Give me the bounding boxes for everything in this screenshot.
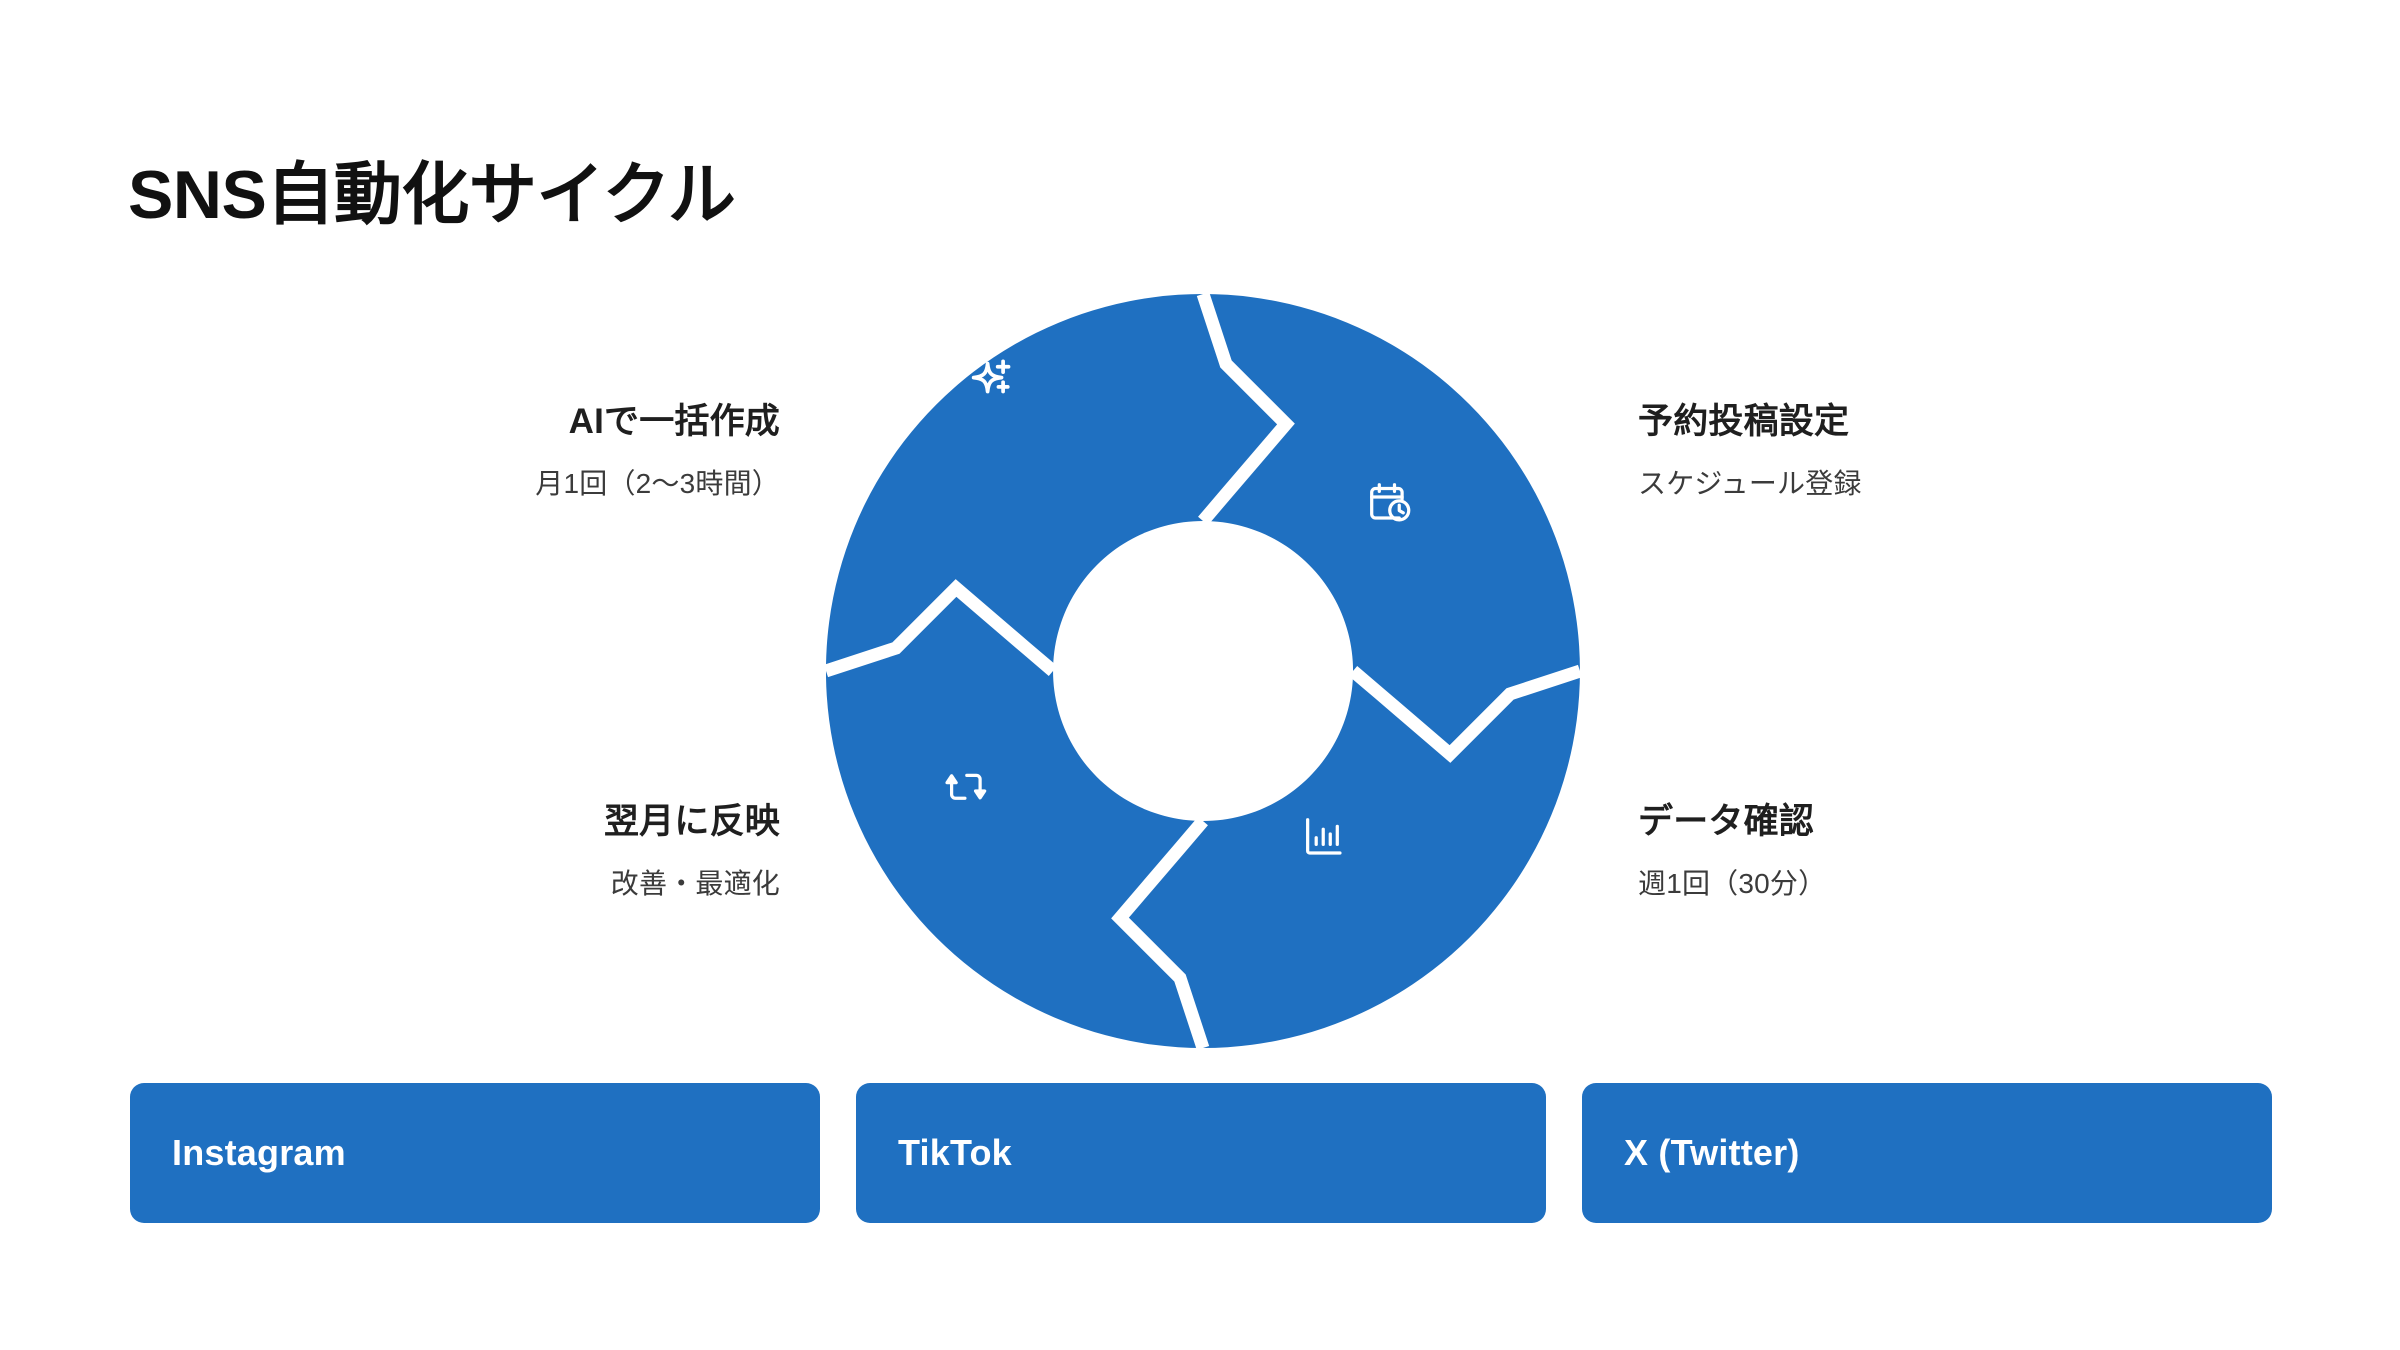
platform-card-x-twitter[interactable]: X (Twitter) — [1582, 1083, 2272, 1223]
cycle-step-reflect: 翌月に反映 改善・最適化 — [310, 800, 780, 902]
divider-left — [826, 579, 1058, 678]
divider-bottom — [1111, 816, 1210, 1048]
cycle-step-schedule-title: 予約投稿設定 — [1638, 402, 1850, 441]
cycle-step-reflect-subtitle: 改善・最適化 — [610, 867, 780, 899]
cycle-donut-chart — [826, 294, 1580, 1048]
cycle-step-review-title: データ確認 — [1638, 802, 1815, 841]
donut-dividers — [826, 294, 1580, 1048]
cycle-step-reflect-title: 翌月に反映 — [603, 802, 780, 841]
platform-card-row: Instagram TikTok X (Twitter) — [130, 1083, 2272, 1223]
divider-top — [1196, 294, 1295, 526]
platform-card-tiktok-label: TikTok — [898, 1132, 1012, 1173]
divider-right — [1348, 664, 1580, 763]
platform-card-instagram[interactable]: Instagram — [130, 1083, 820, 1223]
donut-ring — [826, 294, 1580, 1048]
platform-card-instagram-label: Instagram — [172, 1132, 346, 1173]
cycle-step-create: AIで一括作成 月1回（2〜3時間） — [310, 400, 780, 502]
platform-card-tiktok[interactable]: TikTok — [856, 1083, 1546, 1223]
bar-chart-icon — [1306, 818, 1342, 855]
repeat-cycle-icon — [945, 773, 987, 800]
cycle-step-review: データ確認 週1回（30分） — [1638, 800, 2158, 902]
sparkle-icon — [971, 359, 1011, 394]
cycle-step-schedule: 予約投稿設定 スケジュール登録 — [1638, 400, 2158, 502]
platform-card-x-twitter-label: X (Twitter) — [1624, 1132, 1800, 1173]
page-title: SNS自動化サイクル — [128, 156, 736, 233]
cycle-step-review-subtitle: 週1回（30分） — [1638, 867, 1827, 899]
cycle-step-schedule-subtitle: スケジュール登録 — [1638, 467, 1862, 499]
calendar-clock-icon — [1370, 483, 1411, 522]
cycle-diagram: AIで一括作成 月1回（2〜3時間） 予約投稿設定 スケジュール登録 データ確認… — [310, 294, 2158, 1048]
cycle-step-create-subtitle: 月1回（2〜3時間） — [535, 467, 780, 499]
cycle-step-create-title: AIで一括作成 — [568, 402, 780, 441]
